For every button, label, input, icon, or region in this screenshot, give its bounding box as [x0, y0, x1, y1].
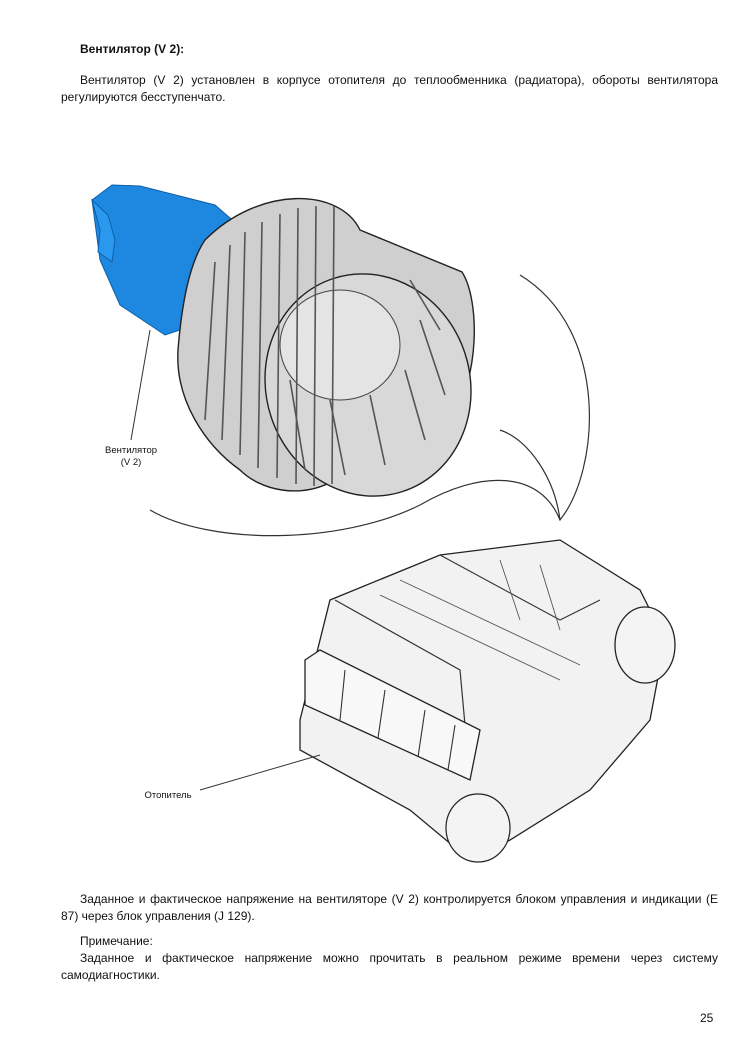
fan-label-code: (V 2) — [120, 457, 142, 468]
intro-paragraph: Вентилятор (V 2) установлен в корпусе от… — [61, 73, 718, 104]
note-label: Примечание: — [80, 934, 153, 948]
fan-leader-line — [130, 329, 151, 441]
heater-leader-line — [199, 754, 321, 791]
fan-label: Вентилятор (V 2) — [96, 445, 166, 469]
heater-duct — [445, 793, 511, 863]
callout-bubble — [149, 274, 591, 537]
heater-assembly — [199, 539, 676, 863]
note-paragraph: Заданное и фактическое напряжение можно … — [61, 951, 718, 982]
blower-heater-illustration — [91, 184, 676, 863]
voltage-paragraph: Заданное и фактическое напряжение на вен… — [61, 892, 718, 923]
fan-assembly — [91, 184, 475, 497]
heater-label: Отопитель — [144, 790, 192, 801]
heater-grille — [304, 649, 481, 781]
heater-outlet — [614, 606, 676, 684]
fan-label-name: Вентилятор — [104, 445, 158, 456]
page-number: 25 — [700, 1011, 714, 1025]
section-heading: Вентилятор (V 2): — [80, 42, 185, 56]
